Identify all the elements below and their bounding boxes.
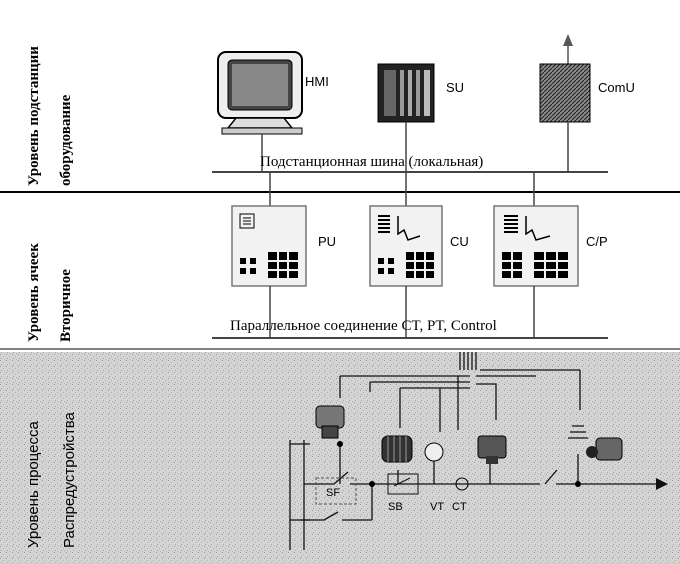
junction-node-2 [337,441,343,447]
station-bus-label: Подстанционная шина (локальная) [260,154,483,170]
feeder-arrow-icon [656,478,668,490]
pu-label: PU [318,234,336,249]
level-label-bay-line1: Уровень ячеек [26,243,42,342]
earthing-switch-motor-icon [586,437,623,461]
level-label-substation-line2: оборудование [58,94,74,186]
level-label-bay-line2: Вторичное [58,269,74,342]
cp-device-icon [493,205,579,287]
comu-label: ComU [598,80,635,95]
pu-device-icon [231,205,307,287]
sb-label: SB [388,501,403,513]
junction-node-1 [369,481,375,487]
level-label-process: Уровень процесса Распредустройства [25,411,78,548]
comu-rack-icon [539,34,591,123]
process-wiring [289,352,656,550]
sb-switch-icon [387,473,419,495]
circuit-breaker-actuator-icon [315,405,345,439]
cu-device-icon [369,205,443,287]
junction-node-3 [575,481,581,487]
su-label: SU [446,80,464,95]
vt-label: VT [430,501,444,513]
cp-label: C/P [586,234,608,249]
disconnector-motor-icon [477,435,507,464]
cu-label: CU [450,234,469,249]
level-label-process-line1: Уровень процесса [25,420,42,548]
voltage-transformer-coil-icon [381,435,413,463]
level-label-substation: Уровень подстанции оборудование [26,46,74,186]
level-label-substation-line1: Уровень подстанции [26,46,42,186]
parallel-bus-label: Параллельное соединение CT, PT, Control [230,318,497,334]
current-transformer-icon [424,442,469,491]
ct-label: CT [452,501,467,513]
su-rack-icon [377,63,435,123]
sf-breaker-icon [315,477,357,505]
level-label-process-line2: Распредустройства [61,411,78,548]
hmi-monitor-icon [217,51,303,135]
level-label-bay: Уровень ячеек Вторичное [26,243,74,342]
sf-label: SF [326,487,340,499]
hmi-label: HMI [305,74,329,89]
